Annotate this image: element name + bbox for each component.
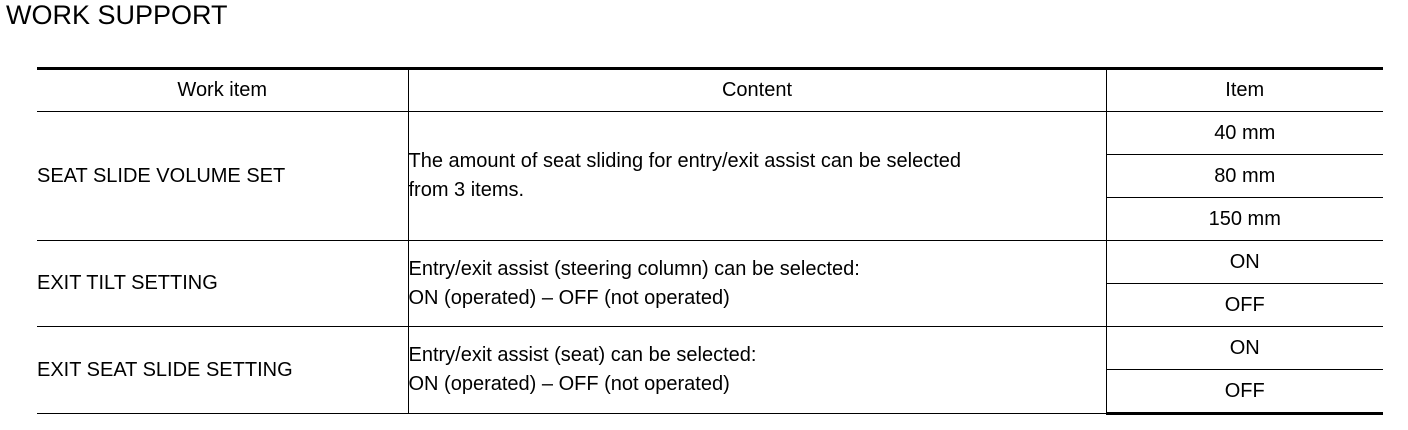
header-item: Item (1105, 67, 1383, 112)
content-line: Entry/exit assist (seat) can be selected… (408, 344, 757, 366)
item-cell: OFF (1106, 283, 1383, 327)
content-line: The amount of seat sliding for entry/exi… (408, 150, 962, 172)
table-row: EXIT SEAT SLIDE SETTING Entry/exit assis… (37, 326, 1383, 414)
item-cell: OFF (1106, 369, 1383, 415)
table-row: OFF (37, 369, 1383, 415)
item-cell: 40 mm (1105, 111, 1383, 155)
table-row: EXIT TILT SETTING Entry/exit assist (ste… (37, 240, 1383, 327)
header-content: Content (407, 67, 1107, 112)
work-support-table: Work item Content Item SEAT SLIDE VOLUME… (37, 67, 1383, 415)
table-row: 80 mm (37, 154, 1383, 198)
work-item-cell: EXIT TILT SETTING (37, 240, 409, 327)
work-item-cell: SEAT SLIDE VOLUME SET (37, 111, 409, 241)
table-row: 150 mm (37, 197, 1383, 241)
header-work-item: Work item (37, 67, 409, 112)
work-item-cell: EXIT SEAT SLIDE SETTING (37, 326, 409, 414)
item-cell: 80 mm (1106, 154, 1383, 198)
item-cell: ON (1105, 240, 1383, 284)
content-line: from 3 items. (408, 179, 525, 201)
content-line: Entry/exit assist (steering column) can … (408, 257, 860, 280)
content-cell: Entry/exit assist (steering column) can … (407, 240, 1107, 327)
table-header-row: Work item Content Item (37, 67, 1383, 112)
content-cell: The amount of seat sliding for entry/exi… (407, 111, 1107, 241)
item-cell: 150 mm (1106, 197, 1383, 241)
table-row: SEAT SLIDE VOLUME SET The amount of seat… (37, 111, 1383, 241)
page-title: WORK SUPPORT (6, 0, 228, 30)
content-line: ON (operated) – OFF (not operated) (408, 286, 730, 309)
item-cell: ON (1105, 326, 1383, 370)
content-line: ON (operated) – OFF (not operated) (408, 373, 730, 395)
content-cell: Entry/exit assist (seat) can be selected… (407, 326, 1107, 414)
